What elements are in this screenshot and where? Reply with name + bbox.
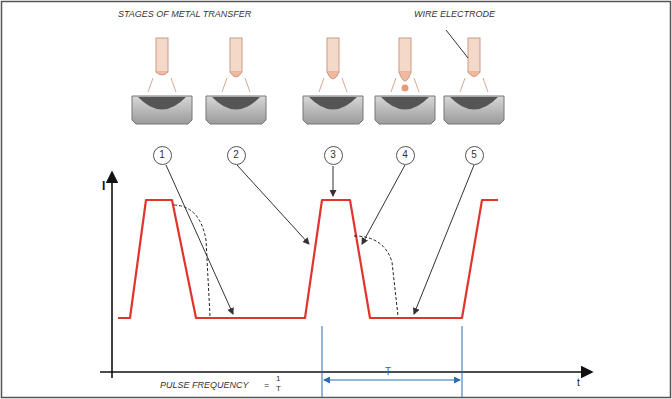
axis-label: t (577, 378, 580, 388)
callout-number: 3 (330, 150, 336, 160)
callout-number: 5 (471, 150, 477, 160)
formula-text: T (276, 385, 281, 393)
callout-circle: 3 (324, 146, 343, 165)
electrode-label: WIRE ELECTRODE (414, 10, 495, 19)
callout-circle: 4 (396, 146, 415, 165)
callout-number: 1 (159, 150, 165, 160)
callout-circle: 2 (227, 146, 246, 165)
callout-number: 4 (402, 150, 408, 160)
frequency-label: PULSE FREQUENCY (160, 381, 249, 390)
formula-text: 1 (276, 375, 280, 383)
callout-circle: 5 (465, 146, 484, 165)
formula-text: = (264, 381, 269, 390)
callout-circle: 1 (153, 146, 172, 165)
callout-number: 2 (233, 150, 239, 160)
axis-label: I (102, 180, 105, 192)
stages-title: STAGES OF METAL TRANSFER (118, 10, 251, 19)
period-label: T (385, 367, 391, 377)
